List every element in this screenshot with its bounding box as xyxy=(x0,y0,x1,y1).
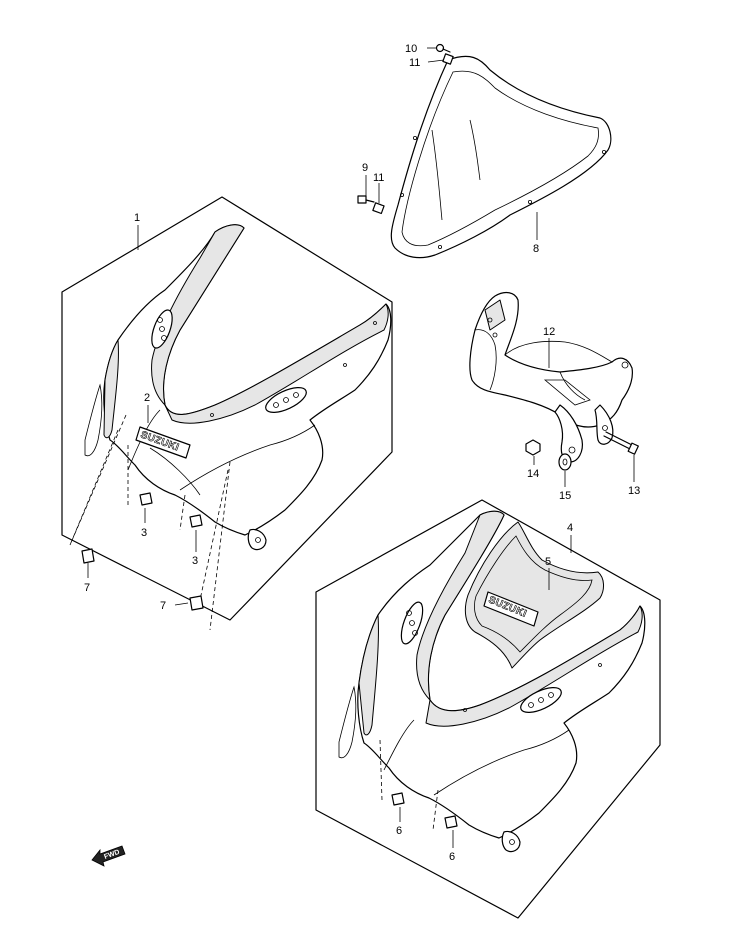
callout-6-left: 6 xyxy=(396,825,402,837)
callout-1: 1 xyxy=(134,212,140,224)
forward-direction-arrow-icon: FWD xyxy=(91,845,126,867)
nut-part-14[interactable] xyxy=(525,439,541,456)
callout-7-left: 7 xyxy=(84,582,90,594)
air-vent-upper-left xyxy=(151,309,173,349)
sticker-part-5[interactable]: SUZUKI xyxy=(464,521,604,669)
air-vent-center-4 xyxy=(520,687,562,713)
nut-part-11-upper[interactable] xyxy=(442,53,454,65)
pad-part-6-right[interactable] xyxy=(444,815,458,829)
callout-7-right: 7 xyxy=(160,600,166,612)
callout-9: 9 xyxy=(362,162,368,174)
pad-part-7-left[interactable] xyxy=(81,548,95,564)
assembly-box-4 xyxy=(315,499,661,919)
callout-13: 13 xyxy=(628,485,640,497)
callout-leaders xyxy=(87,47,635,848)
pad-part-6-left[interactable] xyxy=(391,792,405,806)
callout-3-right: 3 xyxy=(192,555,198,567)
callout-10: 10 xyxy=(405,43,417,55)
cowl-bracket-part-12[interactable] xyxy=(469,291,633,463)
windscreen-part-8[interactable] xyxy=(390,55,612,259)
assembly-box-1 xyxy=(61,196,393,621)
cowl-part-1[interactable] xyxy=(84,224,392,551)
air-vent-left-4 xyxy=(400,601,424,645)
callout-11-lower: 11 xyxy=(373,172,384,184)
pad-part-7-right[interactable] xyxy=(189,595,204,611)
cowl-part-4[interactable] xyxy=(338,510,646,853)
callout-3-left: 3 xyxy=(141,527,147,539)
air-vent-center xyxy=(265,387,307,413)
washer-part-15[interactable] xyxy=(558,453,572,471)
callout-6-right: 6 xyxy=(449,851,455,863)
callout-8: 8 xyxy=(533,243,539,255)
callout-4: 4 xyxy=(567,522,573,534)
callout-15: 15 xyxy=(559,490,571,502)
bolt-part-13[interactable] xyxy=(603,431,639,455)
pad-part-3-right[interactable] xyxy=(189,514,203,528)
callout-2: 2 xyxy=(144,392,150,404)
pad-part-3-left[interactable] xyxy=(139,492,153,506)
callout-5: 5 xyxy=(545,556,551,568)
screw-part-10[interactable] xyxy=(435,43,451,53)
callout-12: 12 xyxy=(543,326,555,338)
nut-part-11-lower[interactable] xyxy=(372,202,385,215)
callout-numbers: 1 2 3 3 7 7 4 5 6 6 8 9 10 11 11 12 13 1… xyxy=(84,43,640,863)
leader-lines-box-4 xyxy=(379,739,439,831)
callout-14: 14 xyxy=(527,468,539,480)
screw-part-9[interactable] xyxy=(357,195,375,204)
leader-lines-box-1 xyxy=(69,414,231,631)
callout-11-upper: 11 xyxy=(409,57,420,69)
